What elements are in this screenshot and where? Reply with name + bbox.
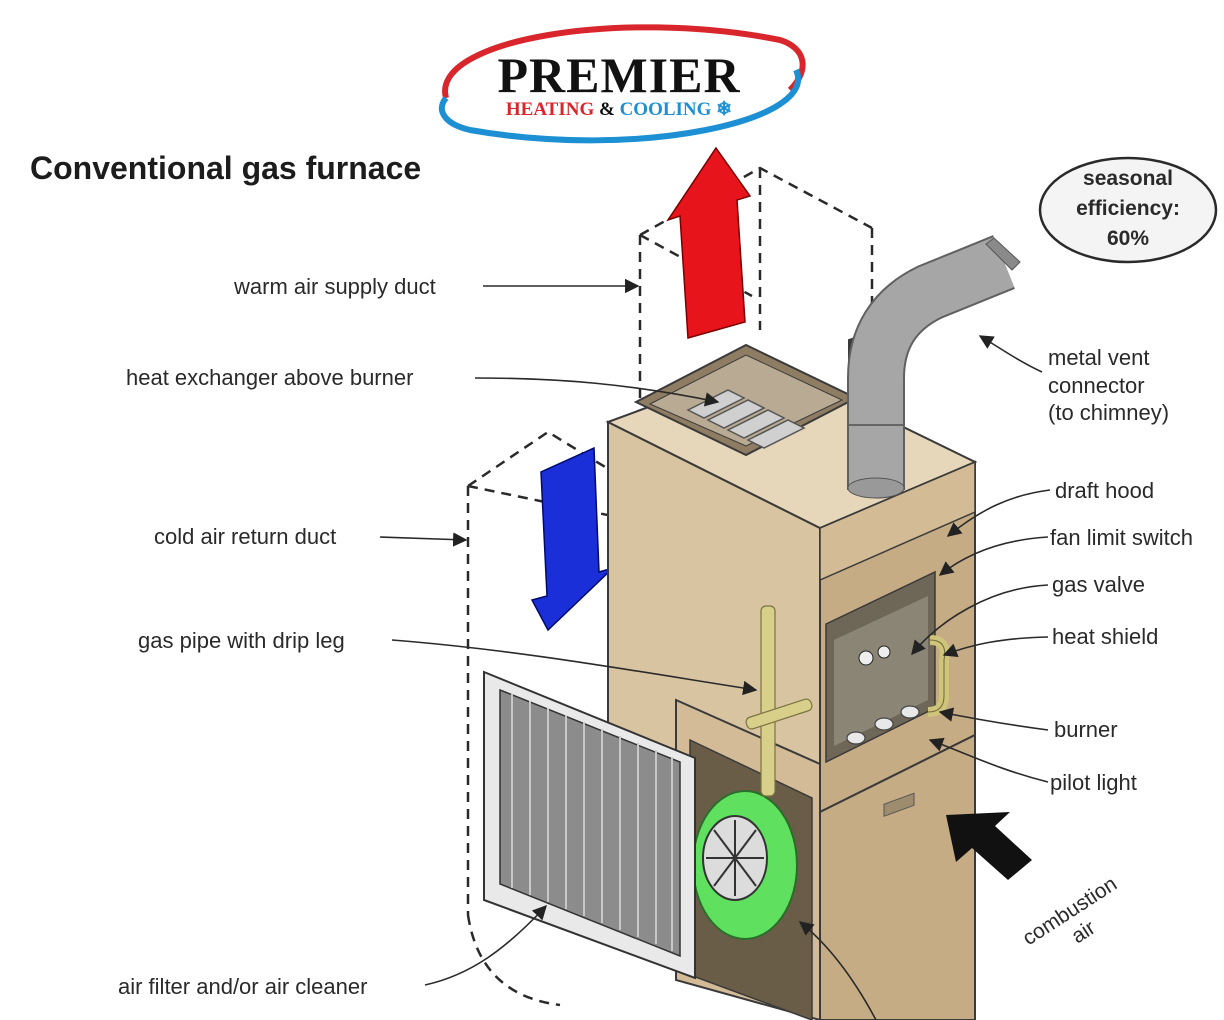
logo-heating: HEATING bbox=[505, 99, 595, 120]
gas-pipe bbox=[745, 605, 813, 797]
premier-logo: PREMIER HEATING & COOLING ❄ bbox=[436, 18, 802, 148]
snowflake-icon: ❄ bbox=[716, 99, 733, 120]
logo-cooling: COOLING bbox=[619, 99, 712, 120]
diagram-title: Conventional gas furnace bbox=[30, 150, 422, 186]
label-metal-vent-line-2: connector bbox=[1048, 372, 1145, 398]
efficiency-line-2: efficiency: bbox=[1076, 196, 1180, 220]
label-fan-limit-switch: fan limit switch bbox=[1050, 525, 1194, 550]
logo-subtitle: HEATING & COOLING ❄ bbox=[436, 98, 802, 121]
cold-air-arrow bbox=[530, 446, 614, 632]
leader-lines bbox=[379, 278, 1051, 1020]
label-burner: burner bbox=[1054, 717, 1118, 742]
label-heat-exchanger: heat exchanger above burner bbox=[126, 365, 414, 390]
label-gas-valve: gas valve bbox=[1052, 572, 1145, 597]
air-filter bbox=[483, 670, 696, 980]
cabinet-side-lower bbox=[819, 733, 976, 1020]
heat-exchanger-tubes bbox=[686, 389, 806, 449]
label-heat-shield: heat shield bbox=[1052, 624, 1159, 649]
label-metal-vent-connector: metal vent connector (to chimney) bbox=[1048, 344, 1169, 427]
efficiency-line-1: seasonal bbox=[1083, 167, 1173, 190]
efficiency-badge: seasonal efficiency: 60% bbox=[1040, 160, 1216, 260]
label-air-filter: air filter and/or air cleaner bbox=[118, 974, 368, 999]
draft-hood bbox=[819, 460, 976, 582]
logo-amp: & bbox=[598, 99, 615, 120]
label-warm-air-supply-duct: warm air supply duct bbox=[234, 274, 436, 299]
efficiency-badge-outline bbox=[1038, 156, 1218, 264]
efficiency-line-3: 60% bbox=[1106, 226, 1150, 250]
label-cold-air-return-duct: cold air return duct bbox=[154, 524, 337, 549]
label-draft-hood: draft hood bbox=[1055, 478, 1155, 503]
burner-tubes bbox=[846, 705, 920, 745]
label-pilot-light: pilot light bbox=[1050, 770, 1137, 795]
logo-brand: PREMIER bbox=[497, 47, 741, 103]
label-metal-vent-line-1: metal vent bbox=[1048, 345, 1150, 370]
combustion-air-arrow bbox=[946, 812, 1032, 880]
vent-pipe bbox=[847, 235, 1021, 499]
logo-swoosh bbox=[438, 24, 806, 144]
label-metal-vent-line-3: (to chimney) bbox=[1048, 400, 1170, 425]
warm-air-arrow bbox=[666, 146, 752, 339]
label-gas-pipe: gas pipe with drip leg bbox=[138, 628, 345, 653]
